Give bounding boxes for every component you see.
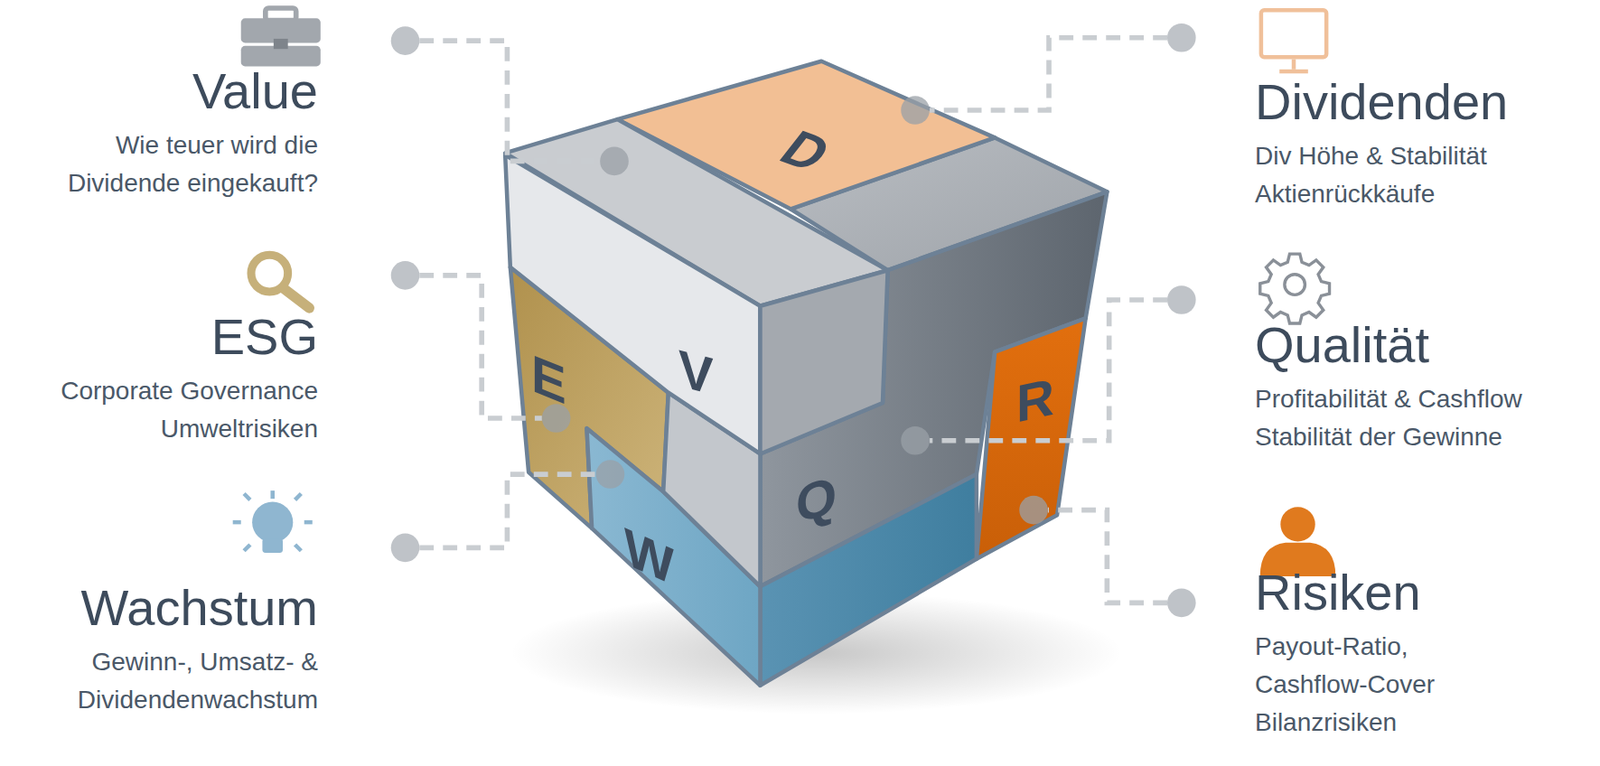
leader-lines <box>419 37 1168 604</box>
magnifier-icon <box>251 254 309 309</box>
monitor-icon <box>1261 9 1327 72</box>
category-description: Gewinn-, Umsatz- & Dividendenwachstum <box>6 643 319 720</box>
gear-icon <box>1260 253 1330 324</box>
category-text: ESG Corporate Governance Umweltrisiken <box>6 308 319 449</box>
cube <box>505 61 1107 686</box>
category-heading: ESG <box>6 308 319 365</box>
category-heading: Value <box>6 63 319 120</box>
briefcase-icon <box>241 8 321 66</box>
lightbulb-icon <box>233 490 313 553</box>
leader-dots <box>391 23 1197 618</box>
category-heading: Dividenden <box>1254 74 1594 131</box>
category-heading: Wachstum <box>6 580 319 637</box>
category-text: RisikenPayout-Ratio, Cashflow-Cover Bila… <box>1254 564 1472 742</box>
category-heading: Qualität <box>1254 317 1597 374</box>
cube-letter: V <box>678 341 714 403</box>
category-text: WachstumGewinn-, Umsatz- & Dividendenwac… <box>6 580 319 720</box>
category-text: ValueWie teuer wird die Dividende eingek… <box>6 63 319 203</box>
category-description: Wie teuer wird die Dividende eingekauft? <box>6 126 319 203</box>
category-description: Corporate Governance Umweltrisiken <box>6 372 319 449</box>
category-description: Div Höhe & Stabilität Aktienrückkäufe <box>1254 137 1594 214</box>
cube-dots <box>542 95 1048 524</box>
category-text: QualitätProfitabilität & Cashflow Stabil… <box>1254 317 1597 457</box>
cube-letter: R <box>1016 369 1055 431</box>
category-description: Profitabilität & Cashflow Stabilität der… <box>1254 380 1597 457</box>
cube-letter: Q <box>795 468 837 532</box>
category-heading: Risiken <box>1254 564 1472 621</box>
category-text: DividendenDiv Höhe & Stabilität Aktienrü… <box>1254 74 1594 214</box>
category-description: Payout-Ratio, Cashflow-Cover Bilanzrisik… <box>1254 627 1472 742</box>
cube-letter: E <box>531 346 567 413</box>
